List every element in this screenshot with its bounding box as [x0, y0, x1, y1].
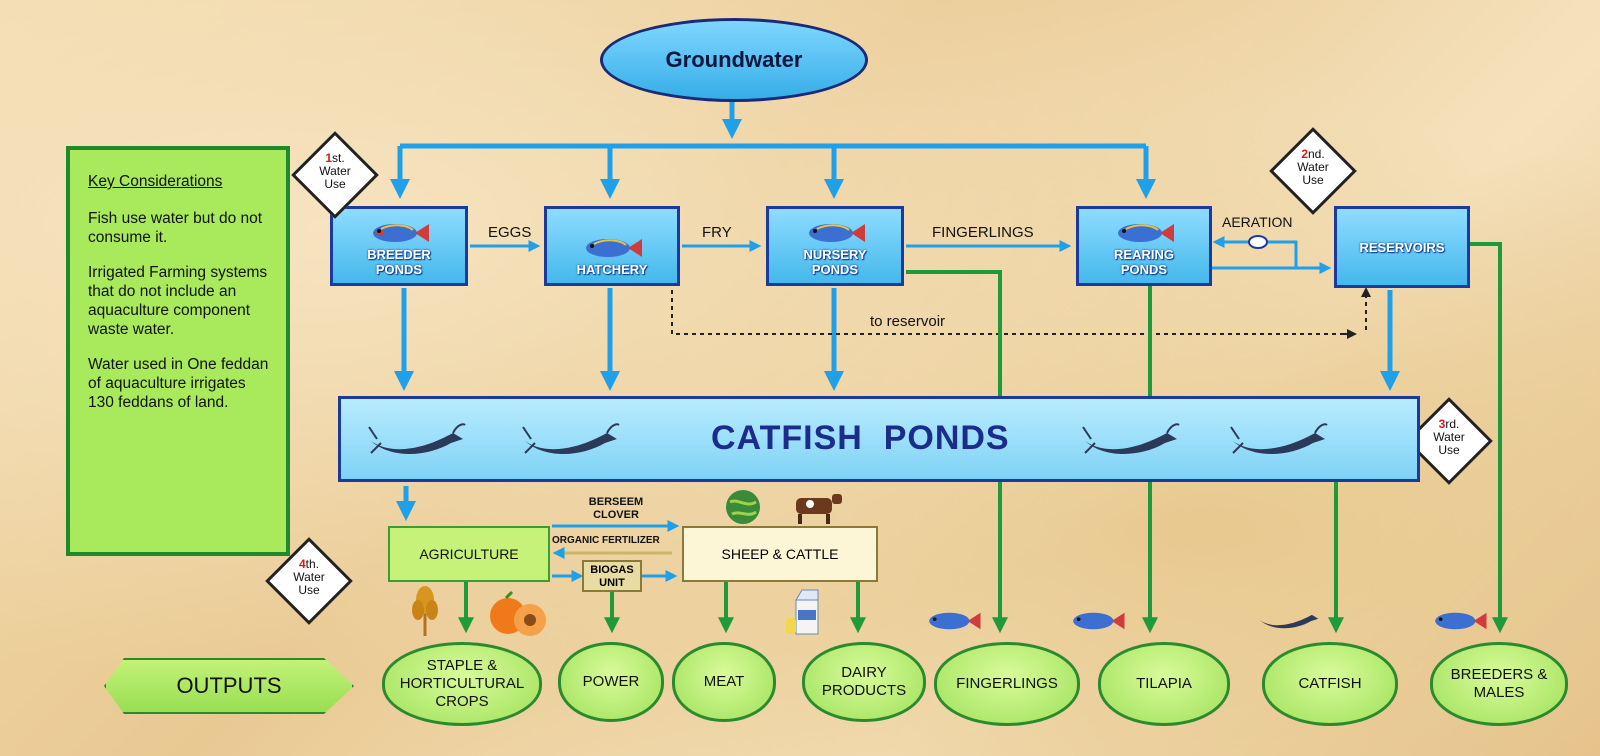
nursery-ponds-label-2: PONDS — [811, 262, 859, 277]
sheep-cattle-box: SHEEP & CATTLE — [682, 526, 878, 582]
rearing-ponds-label-1: REARING — [1114, 247, 1174, 262]
reservoirs-label: RESERVOIRS — [1359, 239, 1445, 255]
cow-icon — [796, 494, 842, 524]
rearing-ponds-label-2: PONDS — [1120, 262, 1168, 277]
rearing-ponds-box: REARING PONDS — [1076, 206, 1212, 286]
output-power: POWER — [558, 642, 664, 722]
water-use-1-suffix: st. — [332, 151, 345, 165]
output-breeders-line-1: BREEDERS & — [1450, 666, 1548, 683]
key-considerations-title: Key Considerations — [88, 173, 223, 190]
output-fingerlings: FINGERLINGS — [934, 642, 1080, 726]
output-dairy-line-1: DAIRY — [841, 664, 887, 681]
output-meat-label: MEAT — [703, 673, 745, 690]
catfish-icon — [1082, 423, 1180, 454]
output-tilapia: TILAPIA — [1098, 642, 1230, 726]
tilapia-icon — [809, 224, 865, 242]
water-use-3-word: Water — [1433, 430, 1465, 444]
aeration-label: AERATION — [1222, 214, 1293, 230]
eggs-label: EGGS — [488, 224, 532, 241]
fry-label: FRY — [702, 224, 732, 241]
output-fingerlings-label: FINGERLINGS — [956, 675, 1058, 692]
berseem-clover-label: BERSEEM CLOVER — [566, 496, 666, 522]
outputs-label-arrow: OUTPUTS — [104, 658, 354, 714]
nursery-ponds-label-1: NURSERY — [803, 247, 867, 262]
reservoirs-box: RESERVOIRS — [1334, 206, 1470, 288]
output-staple-line-3: CROPS — [435, 693, 489, 710]
water-use-4: 4th. Water Use — [264, 536, 354, 626]
tilapia-icon — [373, 224, 429, 242]
water-use-3: 3rd. Water Use — [1404, 396, 1494, 486]
water-use-4-use: Use — [298, 583, 320, 597]
groundwater-label: Groundwater — [665, 47, 803, 72]
water-use-2: 2nd. Water Use — [1268, 126, 1358, 216]
breeder-ponds-label-2: PONDS — [375, 262, 423, 277]
water-use-1-word: Water — [319, 164, 351, 178]
agriculture-box: AGRICULTURE — [388, 526, 550, 582]
output-catfish: CATFISH — [1262, 642, 1398, 726]
water-use-4-number: 4 — [298, 557, 306, 571]
water-use-1-number: 1 — [325, 151, 332, 165]
tilapia-icon — [586, 239, 642, 257]
catfish-icon — [368, 423, 466, 454]
output-breeders-line-2: MALES — [1473, 684, 1525, 701]
water-use-1-use: Use — [324, 177, 346, 191]
fruit-icon — [490, 590, 546, 636]
key-consideration-3: Water used in One feddan of aquaculture … — [88, 356, 269, 411]
groundwater-distribution — [390, 100, 1156, 199]
output-catfish-label: CATFISH — [1298, 675, 1362, 692]
fingerlings-flow-label: FINGERLINGS — [932, 224, 1034, 241]
biogas-line-2: UNIT — [599, 577, 625, 589]
key-considerations-panel: Key Considerations Fish use water but do… — [66, 146, 290, 556]
sheep-cattle-label: SHEEP & CATTLE — [721, 546, 839, 562]
water-use-2-word: Water — [1297, 160, 1329, 174]
catfish-icon — [1230, 423, 1328, 454]
tilapia-fish-icon — [1073, 612, 1125, 630]
water-use-2-number: 2 — [1301, 147, 1308, 161]
tilapia-icon — [1118, 224, 1174, 242]
output-staple-line-1: STAPLE & — [426, 657, 498, 674]
biogas-unit-box: BIOGAS UNIT — [582, 560, 642, 592]
water-use-2-suffix: nd. — [1308, 147, 1325, 161]
key-consideration-2: Irrigated Farming systems that do not in… — [88, 264, 268, 338]
output-dairy-line-2: PRODUCTS — [821, 682, 907, 699]
water-use-4-word: Water — [293, 570, 325, 584]
breeder-ponds-box: BREEDER PONDS — [330, 206, 468, 286]
hatchery-box: HATCHERY — [544, 206, 680, 286]
output-meat: MEAT — [672, 642, 776, 722]
wheat-icon — [412, 586, 438, 636]
output-power-label: POWER — [582, 673, 640, 690]
water-use-3-suffix: rd. — [1445, 417, 1460, 431]
to-reservoir-label: to reservoir — [870, 313, 946, 330]
berseem-line-2: CLOVER — [593, 509, 639, 521]
breeder-fish-icon — [1435, 612, 1487, 630]
nursery-ponds-box: NURSERY PONDS — [766, 206, 904, 286]
biogas-line-1: BIOGAS — [590, 564, 634, 576]
berseem-line-1: BERSEEM — [588, 496, 644, 508]
fingerling-fish-icon — [929, 612, 981, 630]
breeder-ponds-label-1: BREEDER — [367, 247, 431, 262]
output-breeders-males: BREEDERS &MALES — [1430, 642, 1568, 726]
groundwater-source: Groundwater — [600, 18, 868, 102]
water-use-2-use: Use — [1302, 173, 1324, 187]
water-use-1: 1st. Water Use — [290, 130, 380, 220]
water-use-3-number: 3 — [1438, 417, 1446, 431]
globe-icon — [726, 490, 760, 524]
milk-carton-icon — [786, 589, 819, 635]
water-use-3-use: Use — [1438, 443, 1460, 457]
catfish-ponds-band: CATFISH PONDS — [338, 396, 1420, 482]
catfish-output-icon — [1259, 614, 1319, 629]
water-use-4-suffix: th. — [305, 557, 320, 571]
key-consideration-1: Fish use water but do not consume it. — [88, 210, 263, 246]
catfish-icon — [522, 423, 620, 454]
organic-fertilizer-label: ORGANIC FERTILIZER — [552, 535, 660, 546]
output-tilapia-label: TILAPIA — [1136, 675, 1192, 692]
output-staple-line-2: HORTICULTURAL — [399, 675, 525, 692]
outputs-label: OUTPUTS — [176, 673, 282, 698]
hatchery-label: HATCHERY — [576, 262, 648, 277]
catfish-ponds-title: CATFISH PONDS — [711, 419, 1010, 457]
agriculture-label: AGRICULTURE — [419, 546, 519, 562]
